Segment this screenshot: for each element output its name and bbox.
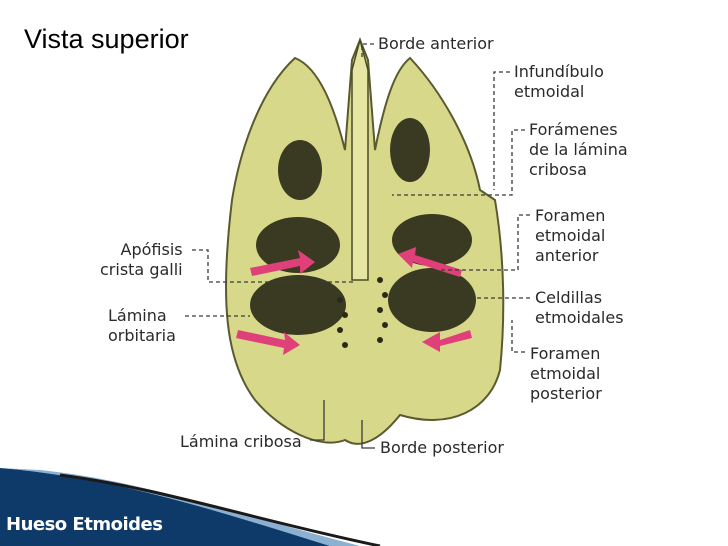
label-infundibulo-etmoidal: Infundíbulo etmoidal bbox=[514, 62, 604, 101]
label-borde-anterior: Borde anterior bbox=[378, 34, 494, 53]
left-lower-cell bbox=[250, 275, 346, 335]
left-upper-cell bbox=[256, 217, 340, 273]
label-borde-posterior: Borde posterior bbox=[380, 438, 504, 457]
label-foramen-etmoidal-anterior: Foramen etmoidal anterior bbox=[535, 206, 606, 265]
label-foramen-etmoidal-posterior: Foramen etmoidal posterior bbox=[530, 344, 602, 403]
footer-swoosh-line bbox=[59, 473, 381, 546]
cribriform-foramina bbox=[337, 277, 388, 348]
crista-galli bbox=[351, 37, 369, 281]
label-celdillas-etmoidales: Celdillas etmoidales bbox=[535, 288, 624, 327]
label-lamina-orbitaria: Lámina orbitaria bbox=[108, 306, 176, 345]
label-foramenes-lamina-cribosa: Forámenes de la lámina cribosa bbox=[529, 120, 628, 179]
label-lamina-cribosa: Lámina cribosa bbox=[180, 432, 302, 451]
footer-band bbox=[0, 468, 330, 546]
slide-title: Vista superior bbox=[24, 24, 189, 54]
footer-title: Hueso Etmoides bbox=[6, 514, 163, 535]
right-lower-cell bbox=[388, 268, 476, 332]
label-apofisis-crista-galli: Apófisis crista galli bbox=[100, 240, 183, 279]
right-anterior-cell bbox=[390, 118, 430, 182]
footer-swoosh bbox=[0, 468, 360, 546]
left-anterior-cell bbox=[278, 140, 322, 200]
leader-lines bbox=[185, 43, 530, 449]
foramen-arrows bbox=[236, 247, 472, 355]
